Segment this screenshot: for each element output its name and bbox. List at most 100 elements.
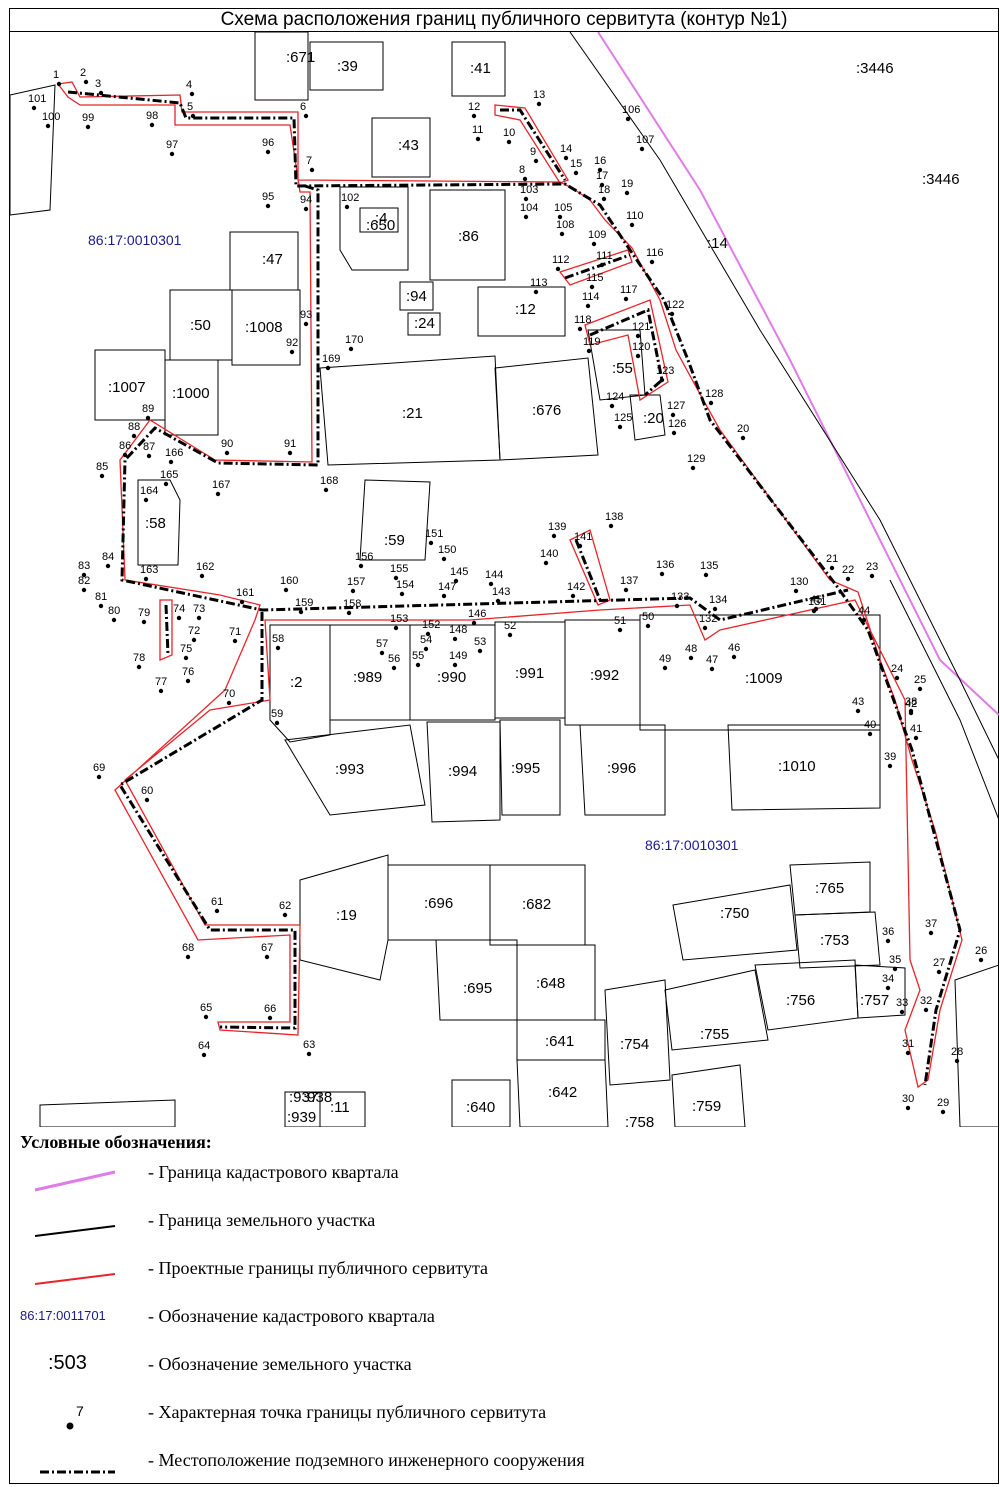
parcel-label: :989	[353, 669, 382, 686]
parcel-label: :991	[515, 665, 544, 682]
boundary-point-marker	[189, 91, 195, 97]
boundary-point-label: 154	[396, 579, 414, 591]
boundary-point-label: 89	[142, 403, 154, 415]
boundary-point-marker	[224, 450, 230, 456]
boundary-point-label: 84	[102, 551, 114, 563]
parcel-label: :650	[366, 217, 395, 234]
boundary-point-label: 91	[284, 438, 296, 450]
boundary-point-label: 1	[53, 69, 59, 81]
boundary-point-label: 78	[133, 652, 145, 664]
parcel-outline	[407, 312, 441, 336]
boundary-point-marker	[477, 648, 483, 654]
boundary-point-label: 86	[119, 440, 131, 452]
legend: Условные обозначения: - Граница кадастро…	[20, 1132, 990, 1474]
boundary-point-marker	[306, 1051, 312, 1057]
boundary-point-marker	[274, 720, 280, 726]
boundary-point-marker	[96, 774, 102, 780]
parcel-outline	[954, 964, 999, 1127]
boundary-point-marker	[507, 632, 513, 638]
legend-dashdot-line-icon	[20, 1442, 140, 1482]
boundary-point-label: 9	[530, 146, 536, 158]
boundary-point-marker	[428, 540, 434, 546]
boundary-point-marker	[674, 603, 680, 609]
boundary-point-label: 88	[128, 421, 140, 433]
boundary-point-marker	[671, 430, 677, 436]
parcel-outline	[399, 281, 434, 311]
boundary-point-label: 139	[548, 521, 566, 533]
boundary-point-label: 119	[583, 336, 601, 348]
boundary-point-label: 6	[300, 101, 306, 113]
parcel-label: :1010	[778, 758, 816, 775]
parcel-label: :992	[590, 667, 619, 684]
boundary-point-marker	[488, 581, 494, 587]
legend-red-line-icon	[20, 1250, 140, 1290]
boundary-point-marker	[56, 81, 62, 87]
boundary-point-marker	[523, 196, 529, 202]
boundary-point-marker	[855, 708, 861, 714]
boundary-point-label: 68	[182, 942, 194, 954]
boundary-point-marker	[623, 296, 629, 302]
boundary-point-marker	[978, 957, 984, 963]
boundary-point-label: 151	[425, 528, 443, 540]
boundary-point-label: 147	[438, 581, 456, 593]
parcel-outline	[499, 719, 561, 816]
boundary-point-marker	[122, 452, 128, 458]
boundary-point-label: 137	[620, 575, 638, 587]
boundary-point-label: 27	[933, 957, 945, 969]
boundary-point-label: 113	[530, 277, 548, 289]
boundary-point-label: 83	[78, 560, 90, 572]
parcel-outline	[672, 884, 798, 961]
boundary-point-marker	[214, 908, 220, 914]
boundary-point-marker	[267, 1015, 273, 1021]
boundary-point-label: 23	[866, 561, 878, 573]
parcel-outline	[339, 186, 409, 271]
boundary-point-label: 2	[80, 67, 86, 79]
parcel-outline	[671, 1064, 746, 1127]
boundary-point-label: 87	[143, 441, 155, 453]
boundary-point-marker	[608, 523, 614, 529]
parcel-label: :55	[612, 360, 633, 377]
boundary-point-label: 158	[343, 598, 361, 610]
boundary-point-marker	[712, 606, 718, 612]
parcel-label: :50	[190, 317, 211, 334]
boundary-point-label: 159	[295, 597, 313, 609]
boundary-point-label: 35	[889, 954, 901, 966]
boundary-point-marker	[169, 151, 175, 157]
parcel-outline	[254, 32, 309, 101]
boundary-point-marker	[348, 346, 354, 352]
utility-line	[564, 253, 631, 280]
parcel-label: :996	[607, 760, 636, 777]
parcel-label: :642	[548, 1084, 577, 1101]
boundary-point-label: 166	[165, 447, 183, 459]
boundary-point-marker	[85, 124, 91, 130]
boundary-point-marker	[573, 170, 579, 176]
boundary-point-label: 105	[554, 202, 572, 214]
boundary-point-label: 34	[882, 973, 894, 985]
boundary-point-marker	[536, 101, 542, 107]
parcel-label: :753	[820, 932, 849, 949]
boundary-point-marker	[617, 424, 623, 430]
boundary-point-marker	[163, 481, 169, 487]
boundary-point-marker	[601, 196, 607, 202]
road-edge-line	[889, 579, 999, 821]
legend-magenta-line-icon	[20, 1154, 140, 1194]
boundary-point-label: 28	[951, 1046, 963, 1058]
boundary-point-label: 76	[182, 666, 194, 678]
boundary-point-marker	[191, 637, 197, 643]
boundary-point-label: 167	[212, 479, 230, 491]
parcel-label: :24	[414, 315, 435, 332]
boundary-point-marker	[98, 603, 104, 609]
boundary-point-label: 148	[449, 624, 467, 636]
parcel-outline	[10, 84, 56, 216]
parcel-label: :14	[707, 235, 728, 252]
boundary-point-marker	[811, 608, 817, 614]
boundary-point-label: 106	[622, 104, 640, 116]
parcel-label: :59	[384, 532, 405, 549]
boundary-point-marker	[740, 435, 746, 441]
boundary-point-marker	[264, 954, 270, 960]
servitude-outline	[558, 249, 633, 286]
boundary-point-label: 43	[852, 696, 864, 708]
boundary-point-label: 140	[540, 548, 558, 560]
boundary-point-label: 133	[671, 591, 689, 603]
